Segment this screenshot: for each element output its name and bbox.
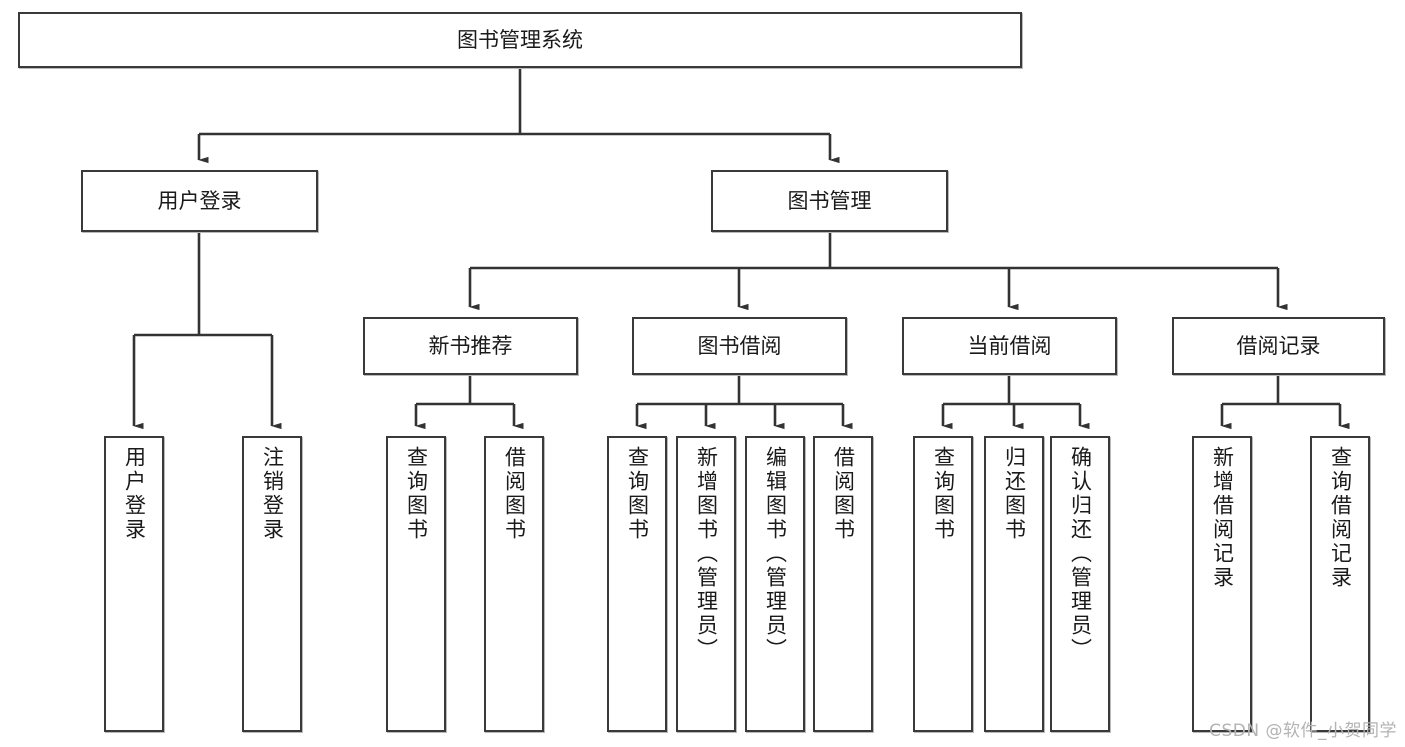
node-leaf-add-book-admin-label: 新增图书（管理员） [694,446,719,662]
node-leaf-borrow-book[interactable]: 借阅图书 [813,436,873,732]
node-leaf-user-login[interactable]: 用户登录 [104,436,164,732]
node-user-login[interactable]: 用户登录 [81,170,318,232]
node-current-borrow-label: 当前借阅 [967,333,1052,358]
node-borrow-record-label: 借阅记录 [1236,333,1321,358]
node-leaf-query-book-new-label: 查询图书 [404,446,429,542]
node-leaf-edit-book-admin-label: 编辑图书（管理员） [763,446,788,662]
node-leaf-query-book-label: 查询图书 [625,446,650,542]
node-leaf-logout[interactable]: 注销登录 [242,436,302,732]
node-book-management[interactable]: 图书管理 [711,170,948,232]
node-leaf-query-book-new[interactable]: 查询图书 [386,436,446,732]
node-leaf-borrow-book-new[interactable]: 借阅图书 [484,436,544,732]
node-leaf-add-borrow-record[interactable]: 新增借阅记录 [1192,436,1252,732]
node-leaf-query-book-current-label: 查询图书 [931,446,956,542]
node-leaf-user-login-label: 用户登录 [122,446,147,542]
node-leaf-query-book-current[interactable]: 查询图书 [913,436,973,732]
node-leaf-return-book[interactable]: 归还图书 [984,436,1044,732]
node-user-login-label: 用户登录 [157,188,242,213]
node-leaf-query-borrow-record[interactable]: 查询借阅记录 [1310,436,1370,732]
node-leaf-query-book[interactable]: 查询图书 [607,436,667,732]
node-leaf-add-book-admin[interactable]: 新增图书（管理员） [676,436,736,732]
node-borrow-record[interactable]: 借阅记录 [1172,317,1385,375]
node-leaf-confirm-return-admin[interactable]: 确认归还（管理员） [1050,436,1110,732]
node-book-borrow[interactable]: 图书借阅 [632,317,847,375]
node-leaf-query-borrow-record-label: 查询借阅记录 [1328,446,1353,590]
node-current-borrow[interactable]: 当前借阅 [902,317,1117,375]
watermark: CSDN @软件_小贺同学 [1209,721,1397,741]
node-leaf-borrow-book-new-label: 借阅图书 [502,446,527,542]
node-book-management-label: 图书管理 [787,188,872,213]
node-leaf-logout-label: 注销登录 [260,446,285,542]
node-new-book-recommend-label: 新书推荐 [428,333,513,358]
node-root[interactable]: 图书管理系统 [18,12,1022,68]
node-root-label: 图书管理系统 [457,27,583,52]
node-book-borrow-label: 图书借阅 [697,333,782,358]
node-leaf-add-borrow-record-label: 新增借阅记录 [1210,446,1235,590]
node-leaf-edit-book-admin[interactable]: 编辑图书（管理员） [745,436,805,732]
node-leaf-return-book-label: 归还图书 [1002,446,1027,542]
node-new-book-recommend[interactable]: 新书推荐 [363,317,578,375]
node-leaf-borrow-book-label: 借阅图书 [831,446,856,542]
node-leaf-confirm-return-admin-label: 确认归还（管理员） [1068,446,1093,662]
